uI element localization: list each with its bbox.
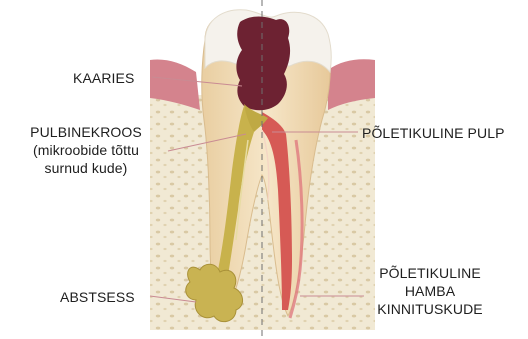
caries-cavity xyxy=(236,17,290,111)
label-pulp-necrosis-line-2: (mikroobide tõttu xyxy=(4,141,168,159)
label-pulp-necrosis-line-1: PULBINEKROOS xyxy=(4,123,168,141)
label-inflamed-tissue: PÕLETIKULINE HAMBA KINNITUSKUDE xyxy=(364,264,496,318)
label-pulp-necrosis: PULBINEKROOS (mikroobide tõttu surnud ku… xyxy=(4,123,168,177)
label-caries: KAARIES xyxy=(73,69,134,87)
label-inflamed-pulp: PÕLETIKULINE PULP xyxy=(362,124,505,142)
label-inflamed-tissue-line-3: KINNITUSKUDE xyxy=(364,300,496,318)
label-abscess: ABSTSESS xyxy=(60,288,135,306)
label-pulp-necrosis-line-3: surnud kude) xyxy=(4,159,168,177)
label-inflamed-tissue-line-2: HAMBA xyxy=(364,282,496,300)
label-inflamed-tissue-line-1: PÕLETIKULINE xyxy=(364,264,496,282)
